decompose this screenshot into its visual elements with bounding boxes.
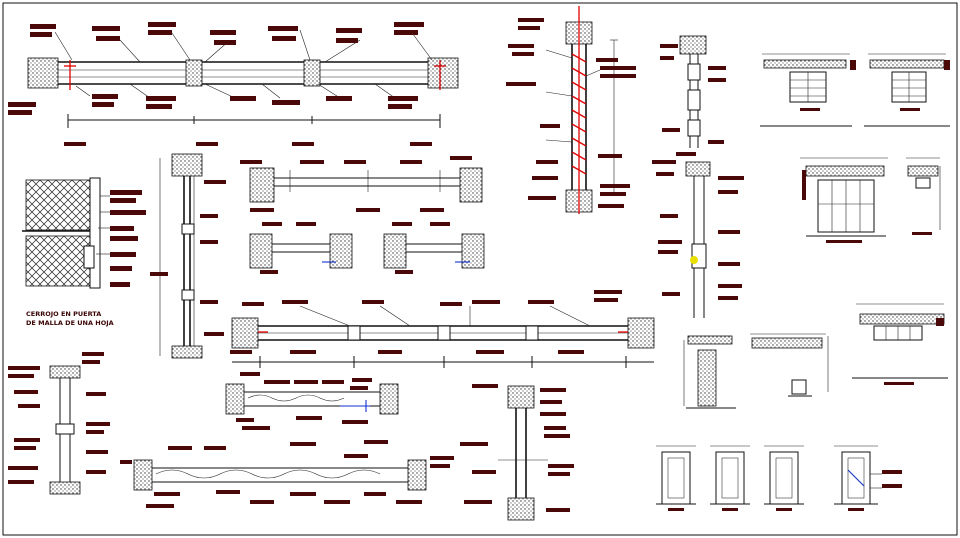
vertical-door-section (150, 153, 226, 359)
wide-window-elevation (852, 303, 948, 385)
window-plan-section-top (8, 22, 459, 146)
latch-caption-line2: DE MALLA DE UNA HOJA (26, 319, 114, 327)
cabinet-elevation-2 (864, 53, 950, 127)
mesh-door-latch-detail: CERROJO EN PUERTA DE MALLA DE UNA HOJA (22, 177, 146, 327)
door-elevation-1 (656, 445, 696, 511)
door-section-pair (683, 333, 829, 409)
vertical-section-red-strips (506, 6, 636, 214)
small-window-elevation (906, 157, 941, 235)
jamb-detail-middle-right (652, 160, 744, 318)
double-door-elevation (800, 157, 888, 243)
door-elevation-2 (710, 445, 750, 511)
horizontal-section-bottom-lower (120, 440, 454, 508)
small-vertical-sections-bottom-left (8, 352, 110, 495)
door-elevation-4-annotated (834, 445, 902, 511)
long-window-section-middle (230, 290, 655, 368)
horizontal-section-bottom-upper (225, 372, 399, 430)
door-elevation-3 (764, 445, 804, 511)
small-plan-sections (240, 156, 485, 274)
jamb-detail-top-right (660, 35, 726, 156)
cabinet-elevation-1 (760, 53, 856, 127)
latch-caption-line1: CERROJO EN PUERTA (26, 310, 101, 318)
vertical-section-bottom-center (460, 384, 574, 521)
